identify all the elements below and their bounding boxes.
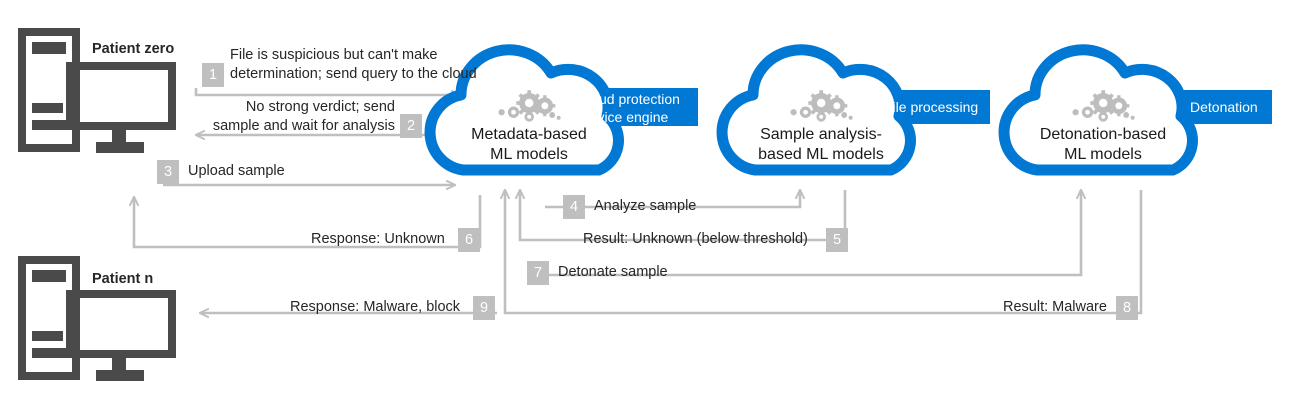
step-2-line1: No strong verdict; send bbox=[245, 99, 395, 115]
arrow-step-5 bbox=[520, 190, 847, 242]
step-number-1: 1 bbox=[208, 67, 218, 83]
metadata-cloud-title: Metadata-based ML models bbox=[439, 125, 619, 165]
detonation-cloud-title-line1: Detonation-based bbox=[1039, 126, 1167, 143]
badge-step-3 bbox=[157, 160, 179, 184]
step-label-2: No strong verdict; send sample and wait … bbox=[205, 98, 395, 136]
step-number-6: 6 bbox=[464, 232, 474, 248]
badge-step-7 bbox=[527, 261, 549, 285]
patient-zero-label: Patient zero bbox=[92, 41, 175, 57]
metadata-cloud-title-line2: ML models bbox=[490, 146, 568, 163]
sample-analysis-cloud-title-line1: Sample analysis- bbox=[760, 126, 882, 143]
banner-label-detonation: Detonation bbox=[1190, 99, 1258, 115]
arrow-step-8 bbox=[505, 190, 1143, 315]
step-number-9: 9 bbox=[479, 300, 489, 316]
step-number-7: 7 bbox=[533, 265, 543, 281]
badge-step-1 bbox=[202, 63, 224, 87]
badge-step-6 bbox=[458, 228, 480, 252]
badge-step-9 bbox=[473, 296, 495, 320]
badge-step-2 bbox=[400, 114, 422, 138]
banner-cloud-protection-line1: Cloud protection bbox=[578, 91, 680, 107]
step-1-line1: File is suspicious but can't make bbox=[230, 47, 438, 63]
arrow-step-1 bbox=[194, 88, 460, 95]
step-label-4: Analyze sample bbox=[594, 198, 697, 214]
flow-connectors bbox=[134, 88, 1143, 315]
step-number-2: 2 bbox=[406, 118, 416, 134]
step-label-1: File is suspicious but can't make determ… bbox=[230, 46, 477, 84]
badge-step-5 bbox=[826, 228, 848, 252]
step-label-6: Response: Unknown bbox=[311, 231, 445, 247]
gears-icon-metadata bbox=[498, 90, 561, 122]
detonation-cloud-title: Detonation-based ML models bbox=[1013, 125, 1193, 165]
sample-analysis-cloud-title-line2: based ML models bbox=[758, 146, 884, 163]
sample-analysis-cloud-title: Sample analysis- based ML models bbox=[731, 125, 911, 165]
gears-icon-detonation bbox=[1072, 90, 1135, 122]
step-2-line2: sample and wait for analysis bbox=[212, 118, 395, 134]
banner-cloud-protection-line2: service engine bbox=[578, 109, 669, 125]
step-number-5: 5 bbox=[832, 232, 842, 248]
banner-label-file-processing: File processing bbox=[884, 99, 979, 115]
step-badges bbox=[157, 63, 1138, 320]
arrow-step-6 bbox=[134, 195, 482, 249]
step-number-3: 3 bbox=[163, 164, 173, 180]
badge-step-4 bbox=[563, 195, 585, 219]
step-number-4: 4 bbox=[569, 199, 579, 215]
step-1-line2: determination; send query to the cloud bbox=[230, 66, 477, 82]
step-label-8: Result: Malware bbox=[1003, 299, 1107, 315]
step-label-9: Response: Malware, block bbox=[290, 299, 461, 315]
detonation-cloud-title-line2: ML models bbox=[1064, 146, 1142, 163]
step-number-8: 8 bbox=[1122, 300, 1132, 316]
arrow-step-4 bbox=[545, 190, 800, 209]
patient-zero-icon bbox=[18, 28, 176, 153]
gears-icon-sample-analysis bbox=[790, 90, 853, 122]
patient-n-icon bbox=[18, 256, 176, 381]
patient-n-label: Patient n bbox=[92, 271, 154, 287]
banner-label-cloud-protection: Cloud protection service engine bbox=[578, 90, 696, 126]
arrow-step-7 bbox=[530, 190, 1081, 277]
step-label-5: Result: Unknown (below threshold) bbox=[583, 231, 808, 247]
step-label-3: Upload sample bbox=[188, 163, 285, 179]
metadata-cloud-title-line1: Metadata-based bbox=[471, 126, 587, 143]
badge-step-8 bbox=[1116, 296, 1138, 320]
step-label-7: Detonate sample bbox=[558, 264, 668, 280]
